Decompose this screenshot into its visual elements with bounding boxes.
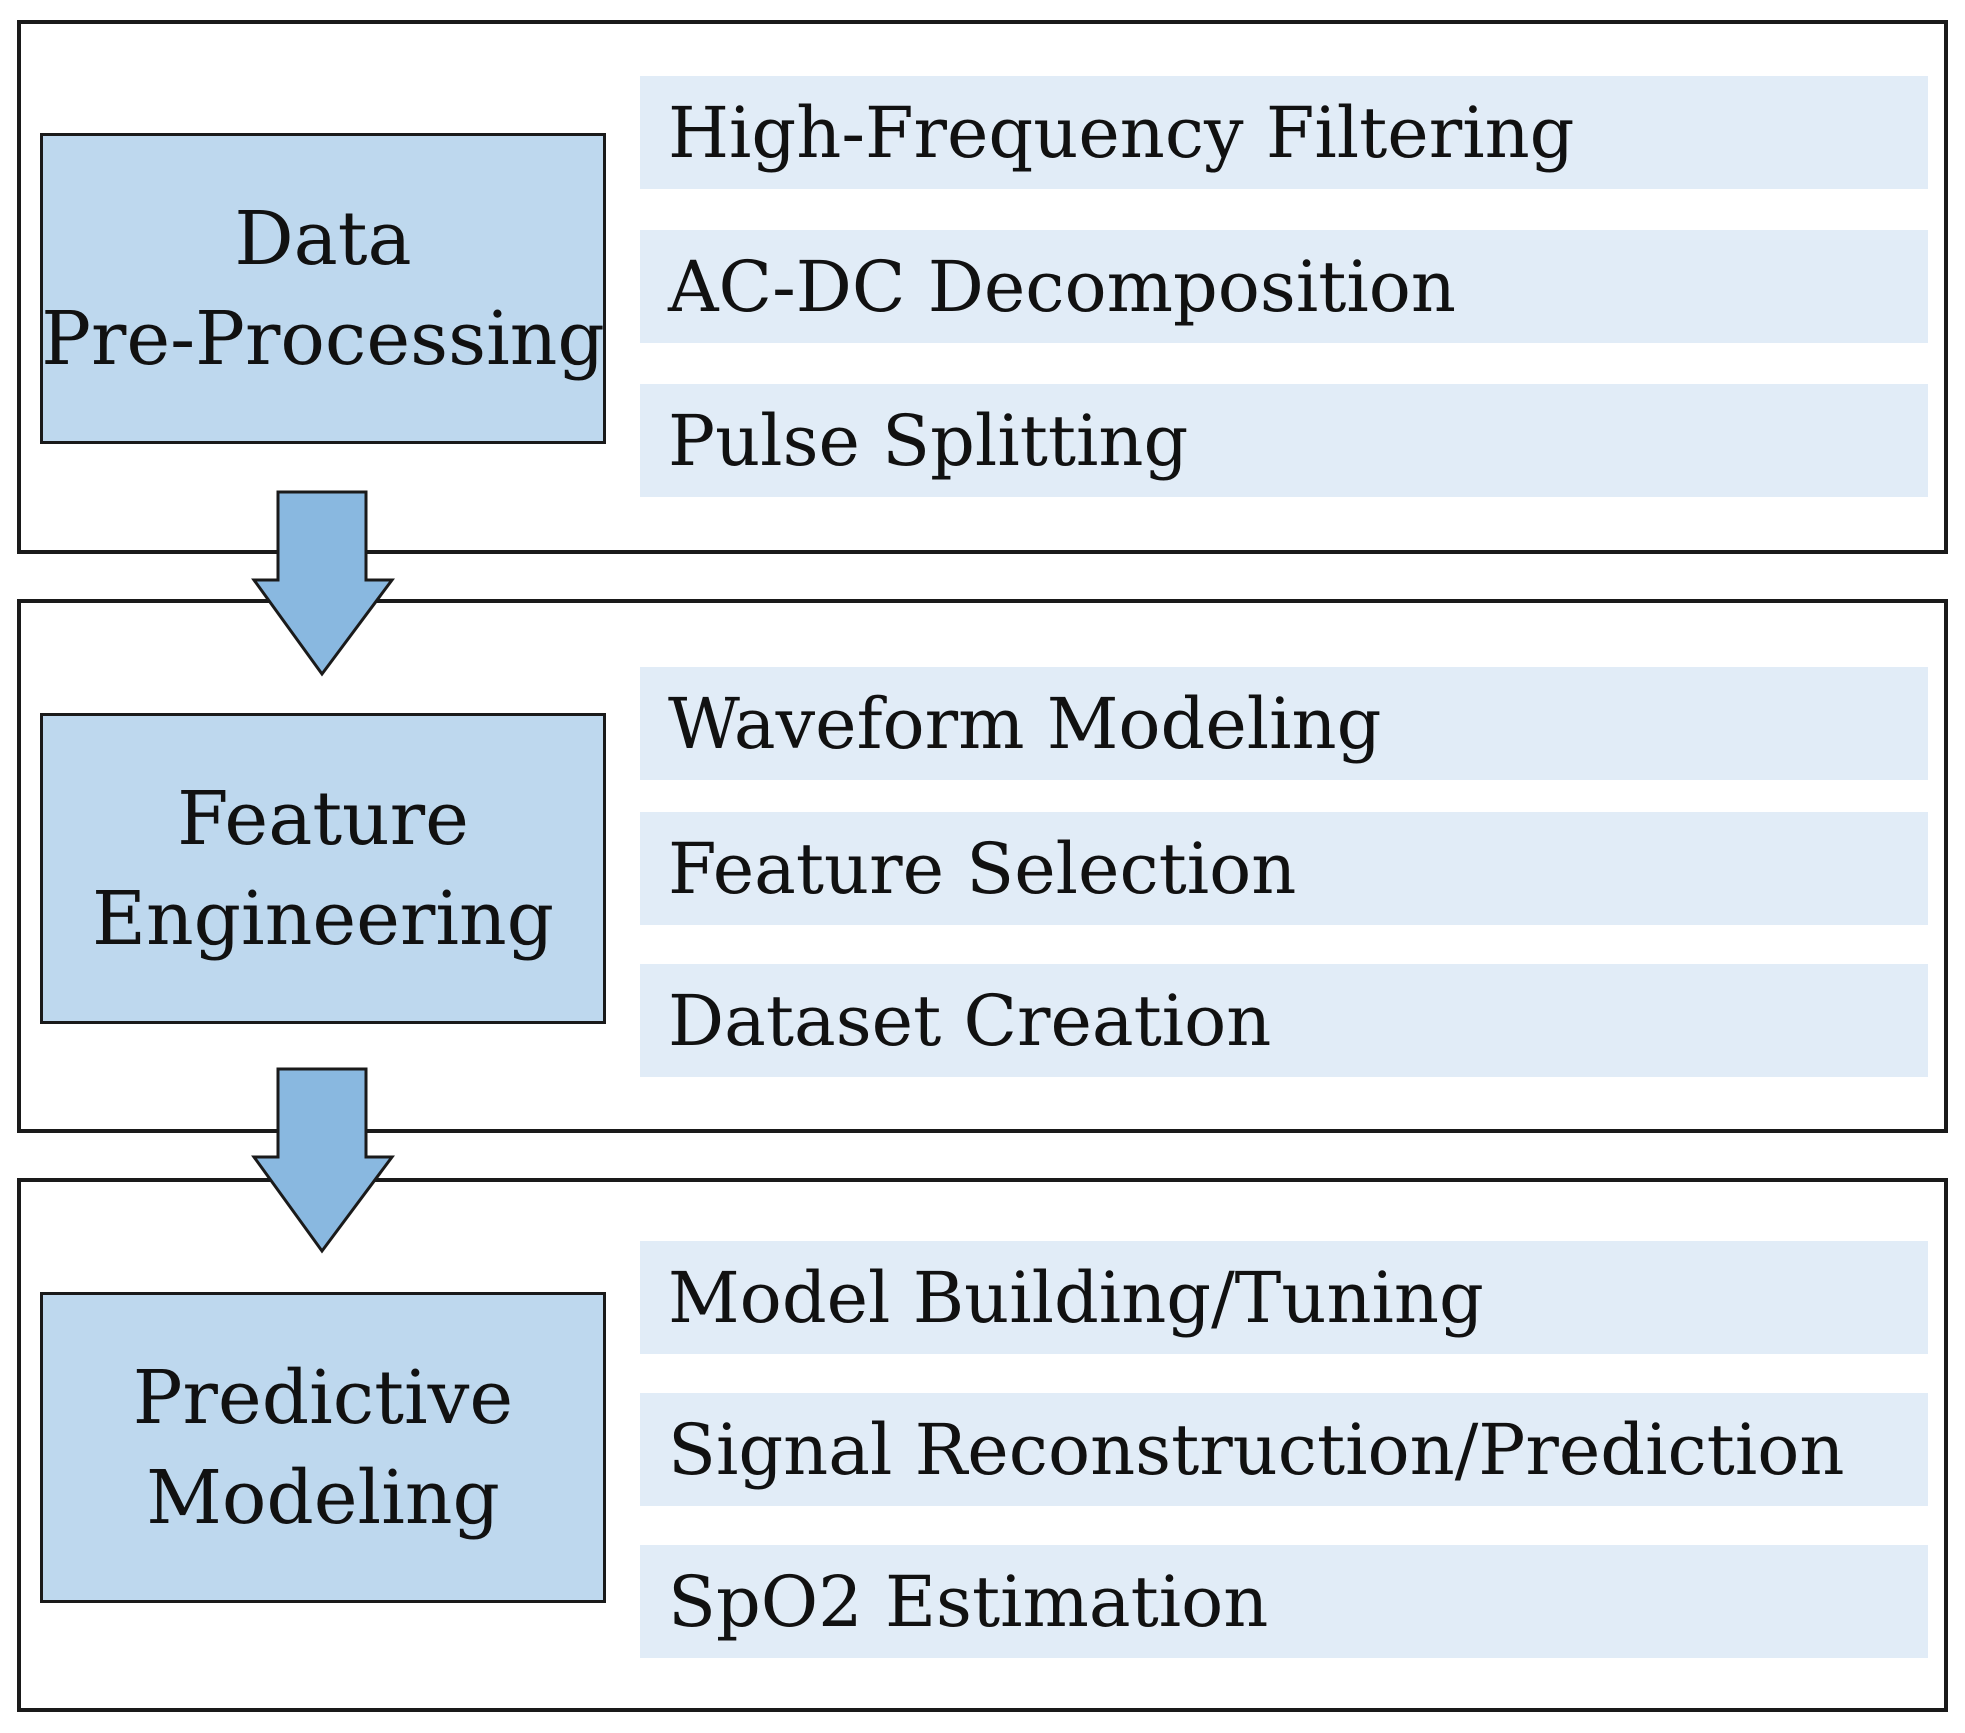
step-box: AC-DC Decomposition — [640, 230, 1928, 343]
step-box: Feature Selection — [640, 812, 1928, 925]
stage-title-box: Predictive Modeling — [40, 1292, 606, 1603]
step-box: Model Building/Tuning — [640, 1241, 1928, 1354]
down-arrow-shape — [251, 490, 395, 677]
stage-title-line: Engineering — [91, 875, 555, 962]
step-box: High-Frequency Filtering — [640, 76, 1928, 189]
stage-title-line: Feature — [177, 775, 469, 862]
stage-title-box: Feature Engineering — [40, 713, 606, 1024]
stage-title-line: Predictive — [132, 1354, 514, 1441]
step-box: Pulse Splitting — [640, 384, 1928, 497]
stage-title-line: Data — [234, 195, 412, 282]
down-arrow-shape — [251, 1067, 395, 1254]
step-box: SpO2 Estimation — [640, 1545, 1928, 1658]
down-arrow-icon — [251, 1067, 395, 1254]
step-box: Dataset Creation — [640, 964, 1928, 1077]
step-box: Waveform Modeling — [640, 667, 1928, 780]
stage-title-line: Pre-Processing — [41, 295, 605, 382]
step-box: Signal Reconstruction/Prediction — [640, 1393, 1928, 1506]
stage-title-box: Data Pre-Processing — [40, 133, 606, 444]
stage-title-line: Modeling — [146, 1454, 500, 1541]
down-arrow-icon — [251, 490, 395, 677]
